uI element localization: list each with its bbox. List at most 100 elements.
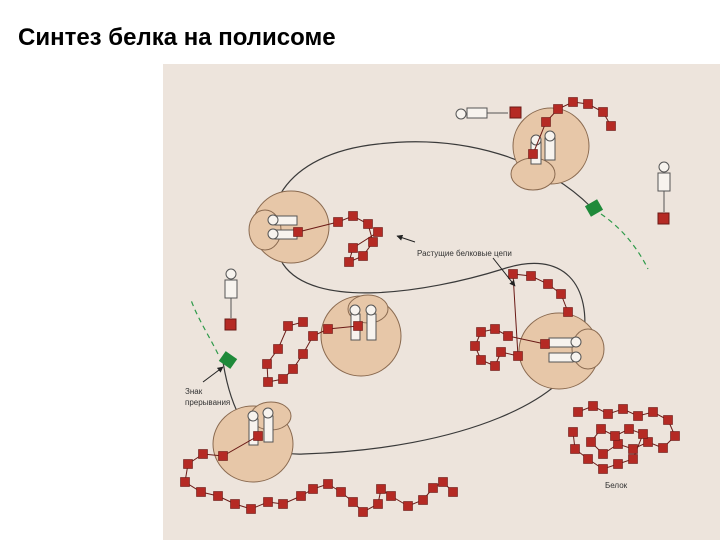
amino-acid-bead bbox=[230, 499, 240, 509]
amino-acid-bead bbox=[348, 243, 358, 253]
amino-acid-bead bbox=[403, 501, 413, 511]
amino-acid-bead bbox=[476, 355, 486, 365]
amino-acid-bead bbox=[613, 439, 623, 449]
amino-acid-bead bbox=[373, 227, 383, 237]
amino-acid-bead bbox=[183, 459, 193, 469]
amino-acid-bead bbox=[583, 99, 593, 109]
amino-acid-bead bbox=[540, 339, 550, 349]
amino-acid-bead bbox=[503, 331, 513, 341]
label-growing-chains: Растущие белковые цепи bbox=[417, 249, 512, 258]
amino-acid-bead bbox=[628, 454, 638, 464]
polysome-diagram: Растущие белковые цепи Знак прерывания Б… bbox=[163, 64, 720, 540]
amino-acid-bead bbox=[358, 507, 368, 517]
amino-acid-bead bbox=[218, 451, 228, 461]
mrna-dashed-end-left bbox=[190, 299, 219, 355]
amino-acid-bead bbox=[358, 251, 368, 261]
amino-acid-bead bbox=[628, 444, 638, 454]
amino-acid-bead bbox=[373, 499, 383, 509]
trna-in-ribosome-4 bbox=[548, 336, 582, 363]
arrow-stop-sign bbox=[202, 366, 224, 383]
trna-in-ribosome-2 bbox=[267, 214, 298, 240]
amino-acid-bead bbox=[418, 495, 428, 505]
amino-acid-bead bbox=[588, 401, 598, 411]
amino-acid-bead bbox=[610, 431, 620, 441]
amino-acid-bead bbox=[246, 504, 256, 514]
amino-acid-bead bbox=[606, 121, 616, 131]
amino-acid-bead bbox=[308, 331, 318, 341]
amino-acid-bead bbox=[556, 289, 566, 299]
amino-acid-bead bbox=[262, 359, 272, 369]
slide-title: Синтез белка на полисоме bbox=[18, 24, 336, 51]
amino-acid-bead bbox=[541, 117, 551, 127]
free-trna-left bbox=[224, 268, 238, 331]
amino-acid-bead bbox=[583, 454, 593, 464]
amino-acid-bead bbox=[263, 497, 273, 507]
amino-acid-bead bbox=[598, 449, 608, 459]
ribosome-2 bbox=[248, 190, 330, 264]
amino-acid-bead bbox=[288, 364, 298, 374]
amino-acid-bead bbox=[323, 479, 333, 489]
mrna-strand bbox=[222, 141, 592, 455]
arrow-growing-chains-2 bbox=[492, 257, 516, 287]
amino-acid-bead bbox=[633, 411, 643, 421]
amino-acid-bead bbox=[568, 427, 578, 437]
amino-acid-bead bbox=[308, 484, 318, 494]
label-stop-sign-line2: прерывания bbox=[185, 398, 230, 407]
amino-acid-bead bbox=[386, 491, 396, 501]
amino-acid-bead bbox=[618, 404, 628, 414]
amino-acid-bead bbox=[553, 104, 563, 114]
amino-acid-bead bbox=[198, 449, 208, 459]
amino-acid-bead bbox=[348, 211, 358, 221]
arrow-growing-chains bbox=[396, 234, 416, 243]
amino-acid-bead bbox=[596, 424, 606, 434]
amino-acid-bead bbox=[643, 437, 653, 447]
amino-acid-bead bbox=[658, 443, 668, 453]
amino-acid-bead bbox=[648, 407, 658, 417]
amino-acid-bead bbox=[348, 497, 358, 507]
amino-acid-bead bbox=[670, 431, 680, 441]
amino-acid-bead bbox=[438, 477, 448, 487]
amino-acid-bead bbox=[490, 324, 500, 334]
amino-acid-bead bbox=[180, 477, 190, 487]
amino-acid-bead bbox=[573, 407, 583, 417]
amino-acid-bead bbox=[428, 483, 438, 493]
mrna-dashed-end-right bbox=[600, 213, 649, 270]
label-stop-sign-line1: Знак bbox=[185, 387, 203, 396]
amino-acid-bead bbox=[196, 487, 206, 497]
ribosome-3 bbox=[320, 294, 402, 377]
amino-acid-bead bbox=[213, 491, 223, 501]
amino-acid-bead bbox=[470, 341, 480, 351]
amino-acid-bead bbox=[253, 431, 263, 441]
amino-acid-bead bbox=[273, 344, 283, 354]
stop-codon-left bbox=[218, 351, 238, 369]
amino-acid-bead bbox=[613, 459, 623, 469]
amino-acid-bead bbox=[528, 149, 538, 159]
amino-acid-bead bbox=[570, 444, 580, 454]
amino-acid-bead bbox=[368, 237, 378, 247]
amino-acid-bead bbox=[490, 361, 500, 371]
amino-acid-bead bbox=[323, 324, 333, 334]
amino-acid-bead bbox=[263, 377, 273, 387]
amino-acid-bead bbox=[568, 97, 578, 107]
amino-acid-bead bbox=[278, 374, 288, 384]
amino-acid-bead bbox=[376, 484, 386, 494]
amino-acid-bead bbox=[586, 437, 596, 447]
amino-acid-bead bbox=[298, 349, 308, 359]
amino-acid-bead bbox=[598, 107, 608, 117]
amino-acid-bead bbox=[353, 321, 363, 331]
amino-acid-bead bbox=[563, 307, 573, 317]
amino-acid-bead bbox=[448, 487, 458, 497]
amino-acid-bead bbox=[543, 279, 553, 289]
free-trna-right bbox=[657, 161, 671, 225]
amino-acid-bead bbox=[298, 317, 308, 327]
amino-acid-bead bbox=[638, 429, 648, 439]
amino-acid-bead bbox=[344, 257, 354, 267]
amino-acid-bead bbox=[336, 487, 346, 497]
stop-codon-right bbox=[584, 199, 604, 217]
amino-acid-bead bbox=[476, 327, 486, 337]
amino-acid-bead bbox=[603, 409, 613, 419]
amino-acid-bead bbox=[496, 347, 506, 357]
free-trna-top bbox=[455, 106, 522, 120]
label-protein: Белок bbox=[605, 481, 628, 490]
amino-acid-bead bbox=[278, 499, 288, 509]
